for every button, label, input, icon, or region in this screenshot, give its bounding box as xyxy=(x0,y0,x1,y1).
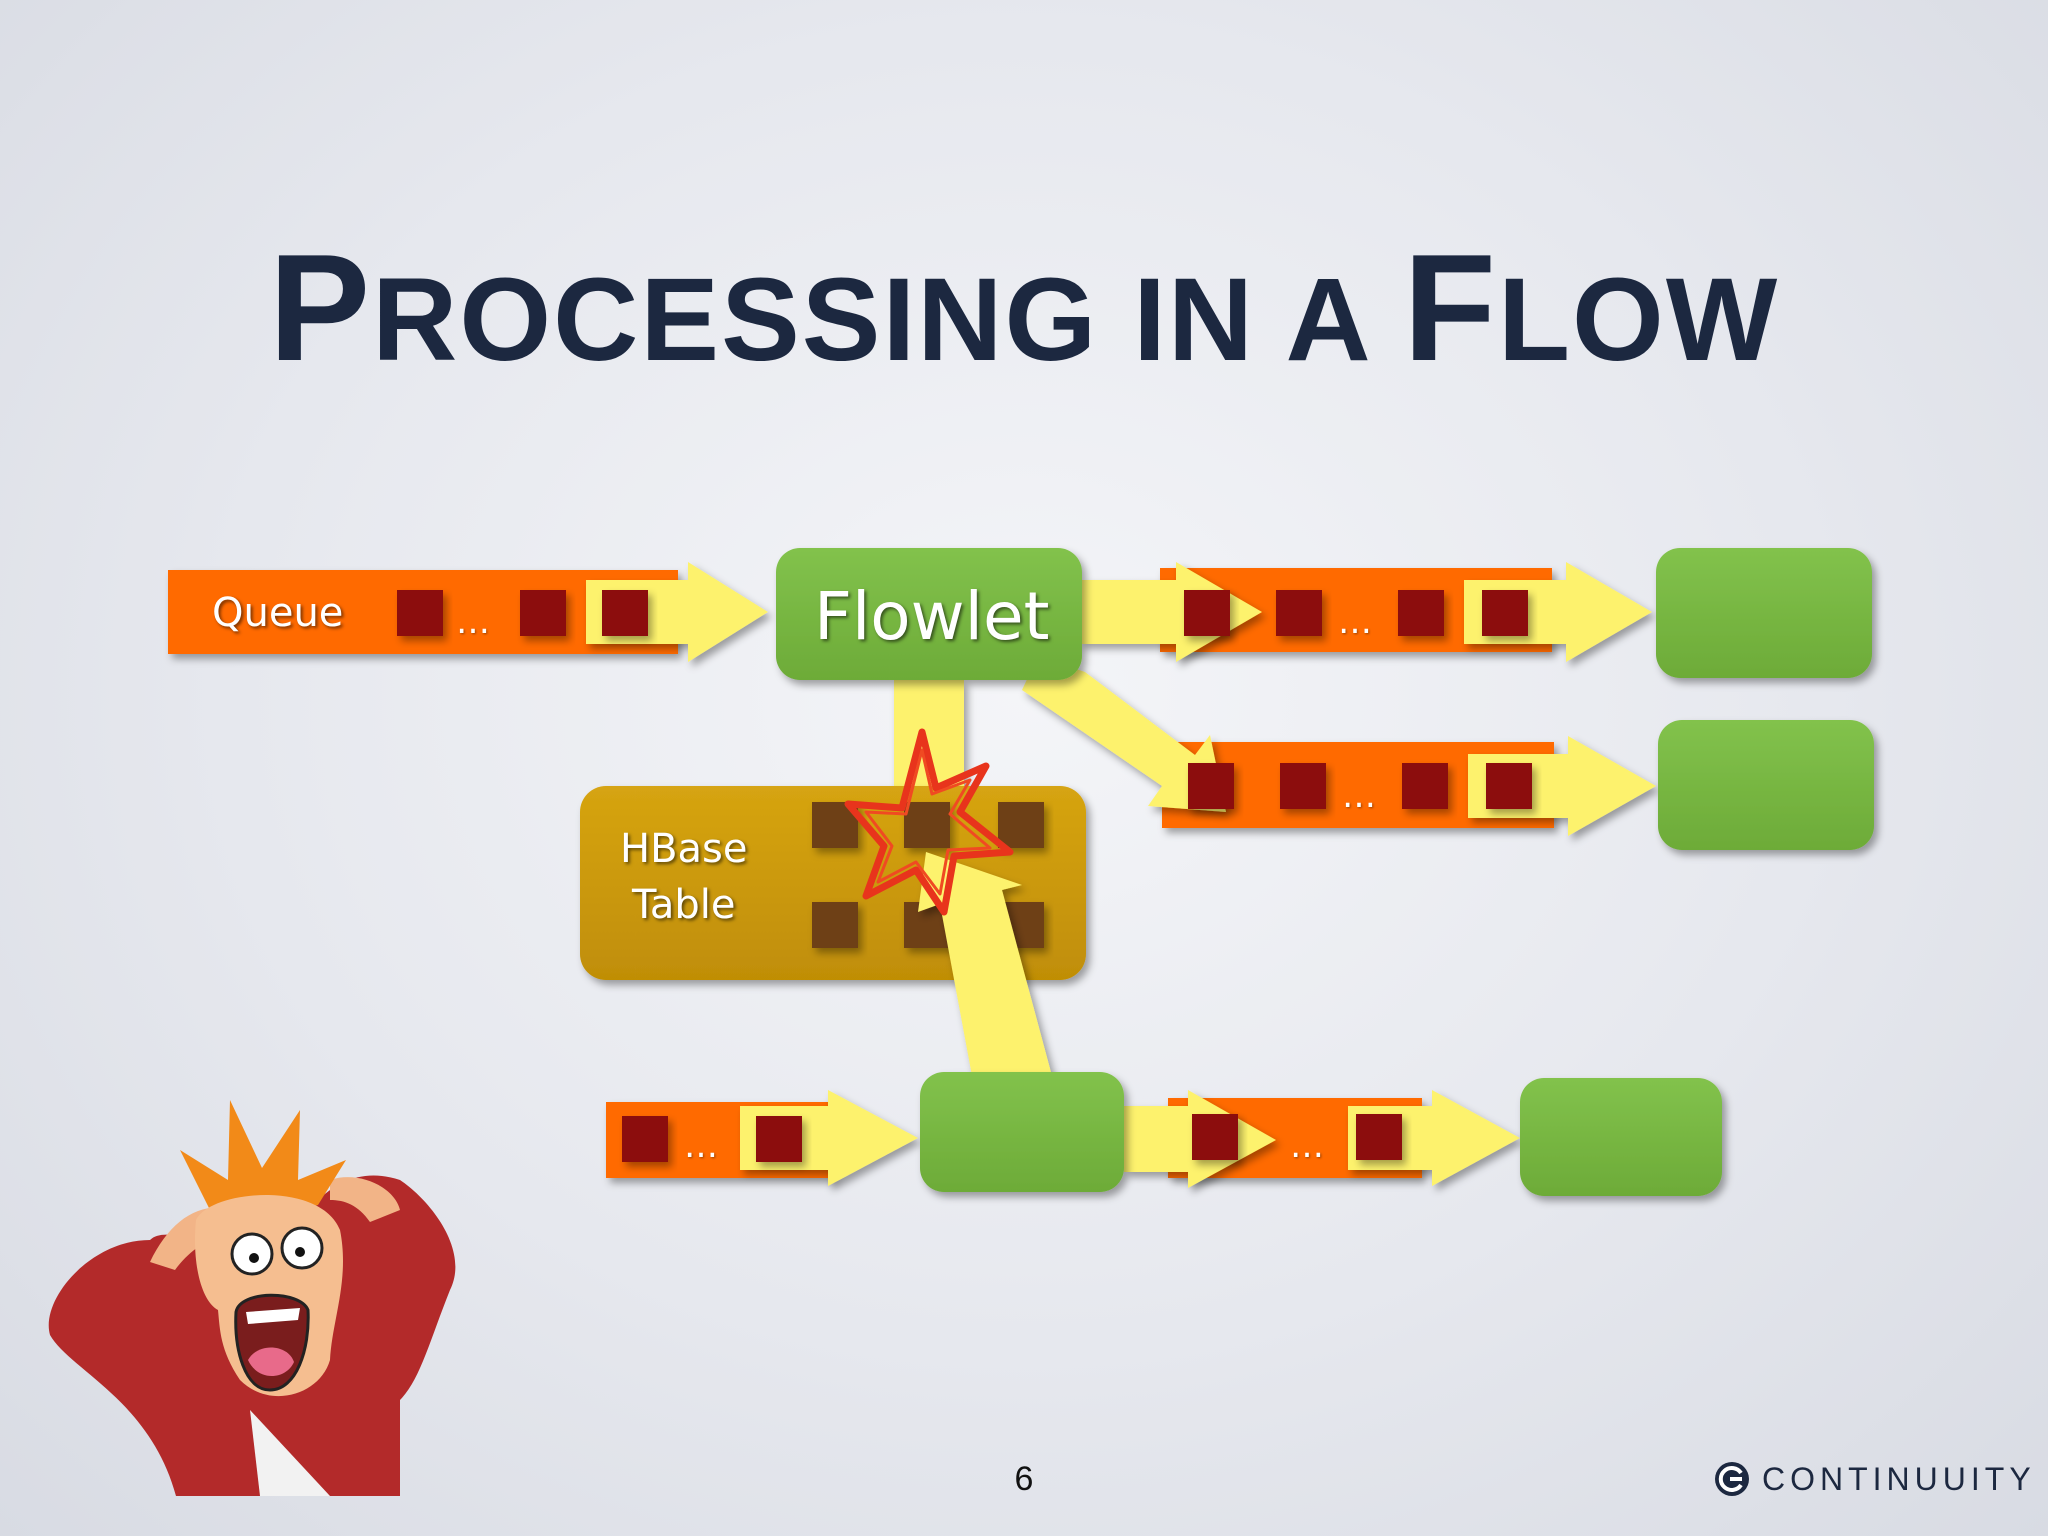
downstream-node-1 xyxy=(1656,548,1872,678)
page-number: 6 xyxy=(1014,1460,1034,1498)
upward-write-arrow xyxy=(918,852,1052,1076)
collision-star-icon xyxy=(844,728,1014,916)
table-cell xyxy=(812,902,858,948)
title-text-2: LOW xyxy=(1497,254,1780,386)
queue-item xyxy=(1356,1114,1402,1160)
queue-item xyxy=(520,590,566,636)
queue-item xyxy=(1398,590,1444,636)
queue-item xyxy=(1280,763,1326,809)
diagonal-arrow xyxy=(1022,656,1226,812)
ellipsis-output-queue-1: … xyxy=(1338,602,1372,642)
queue-item xyxy=(1486,763,1532,809)
hbase-label-line2: Table xyxy=(632,882,736,928)
ellipsis-output-queue-2: … xyxy=(1342,776,1376,816)
input-arrow xyxy=(586,562,768,662)
queue-item xyxy=(1402,763,1448,809)
brand-name: CONTINUUITY xyxy=(1762,1460,2036,1497)
lower-downstream-node xyxy=(1520,1078,1722,1196)
lower-flowlet-node xyxy=(920,1072,1124,1192)
hbase-label-line1: HBase xyxy=(620,826,748,872)
output-arrow-2 xyxy=(1468,736,1656,836)
queue-item xyxy=(1188,763,1234,809)
queue-item xyxy=(1184,590,1230,636)
input-queue-items xyxy=(397,590,566,636)
title-initial-p: P xyxy=(268,223,373,393)
slide-title: PROCESSING IN A FLOW xyxy=(0,232,2048,384)
panicked-character-illustration xyxy=(48,1100,456,1496)
table-cell xyxy=(904,802,950,848)
queue-item xyxy=(1192,1114,1238,1160)
queue-label: Queue xyxy=(212,590,344,636)
flowlet-node xyxy=(776,548,1082,680)
title-initial-f: F xyxy=(1403,223,1498,393)
downstream-node-2 xyxy=(1658,720,1874,850)
flowlet-label: Flowlet xyxy=(814,578,1050,655)
output-arrow-1-b xyxy=(1464,562,1652,662)
queue-item xyxy=(756,1116,802,1162)
title-text-1: ROCESSING IN A xyxy=(372,254,1404,386)
table-cell xyxy=(998,802,1044,848)
queue-item xyxy=(1276,590,1322,636)
continuuity-logo-icon xyxy=(1715,1462,1749,1496)
queue-item xyxy=(397,590,443,636)
ellipsis-input-queue: … xyxy=(456,602,490,642)
output-arrow-1-a xyxy=(1080,562,1262,662)
queue-item xyxy=(1482,590,1528,636)
brand-logo: CONTINUUITY xyxy=(1712,1459,2036,1499)
ellipsis-lower-input-queue: … xyxy=(684,1126,718,1166)
queue-item xyxy=(622,1116,668,1162)
queue-item xyxy=(602,590,648,636)
ellipsis-lower-output-queue: … xyxy=(1290,1126,1324,1166)
